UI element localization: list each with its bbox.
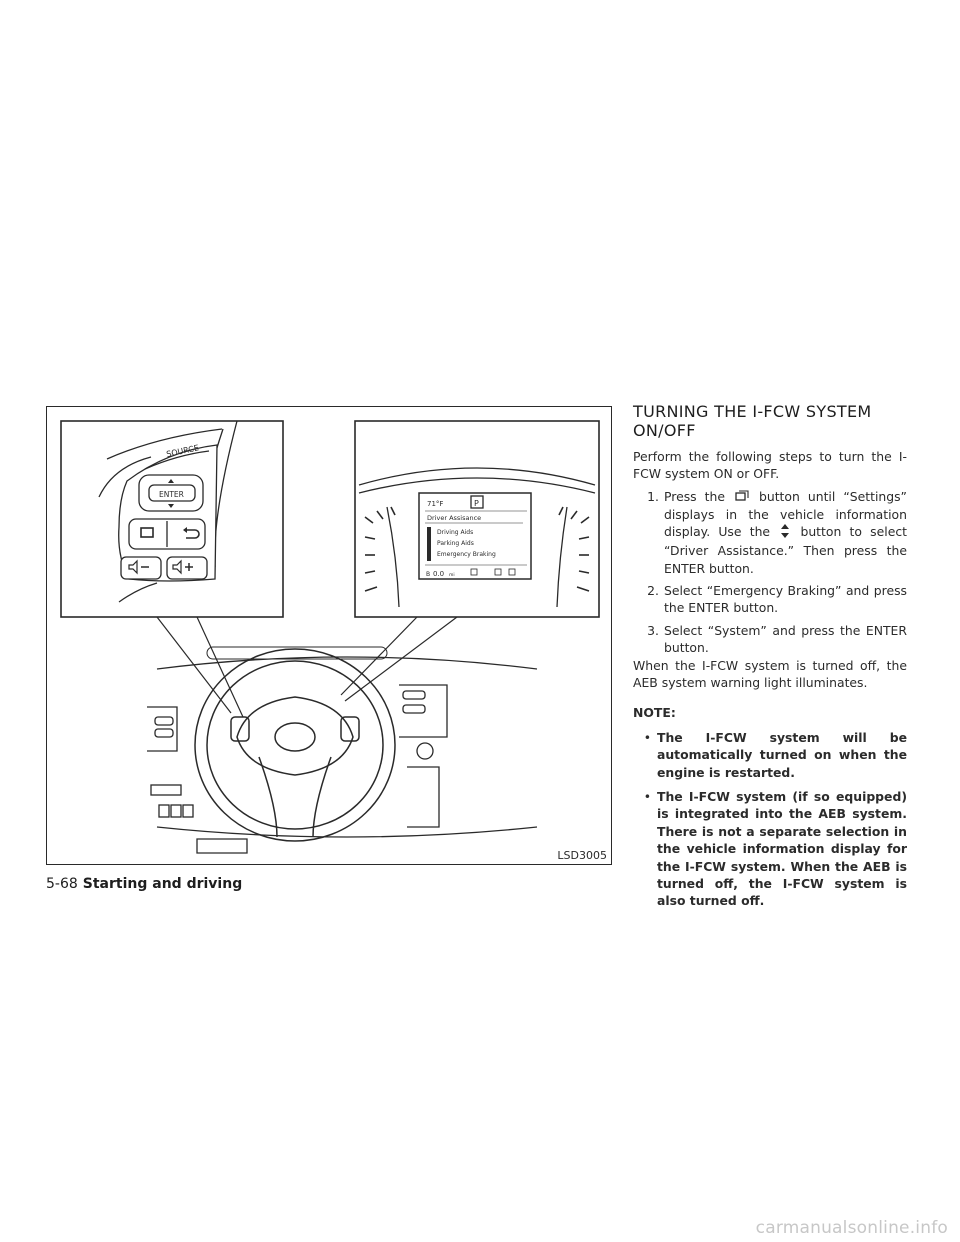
step-number: 2. bbox=[647, 582, 659, 598]
display-menu-item: Emergency Braking bbox=[437, 551, 496, 558]
bullet-icon: • bbox=[643, 729, 651, 745]
step-item: 2. Select “Emergency Braking” and press … bbox=[633, 582, 907, 617]
display-trip-label: B bbox=[426, 571, 430, 578]
step-text: Select “System” and press the ENTER butt… bbox=[664, 622, 907, 656]
leader-lines bbox=[156, 616, 458, 718]
step-number: 3. bbox=[647, 622, 659, 638]
illustration-frame: SOURCE ENTER bbox=[46, 406, 612, 865]
display-gear: P bbox=[474, 499, 479, 508]
heading-line-2: ON/OFF bbox=[633, 421, 696, 440]
steering-wheel bbox=[194, 646, 396, 842]
note-text: The I-FCW system will be automatically t… bbox=[657, 729, 907, 780]
intro-paragraph: Perform the following steps to turn the … bbox=[633, 449, 907, 482]
display-trip-value: 0.0 bbox=[433, 570, 444, 578]
steering-wheel-illustration: SOURCE ENTER bbox=[60, 420, 600, 854]
step-number: 1. bbox=[647, 488, 659, 504]
watermark: carmanualsonline.info bbox=[755, 1218, 948, 1238]
note-text: The I-FCW system (if so equipped) is int… bbox=[657, 789, 907, 909]
menu-switch-icon bbox=[735, 489, 749, 506]
enter-label: ENTER bbox=[159, 490, 184, 499]
step-text: Select “Emergency Braking” and press the… bbox=[664, 582, 907, 616]
instrument-cluster bbox=[358, 467, 596, 608]
figure-code: LSD3005 bbox=[557, 849, 607, 862]
step-item: 1. Press the button until “Settings” dis… bbox=[633, 488, 907, 577]
display-temperature: 71°F bbox=[427, 500, 443, 508]
display-trip-unit: mi bbox=[449, 572, 455, 578]
heading-line-1: TURNING THE I-FCW SYSTEM bbox=[633, 402, 872, 421]
footer-section-title: Starting and driving bbox=[82, 876, 243, 892]
steering-switch-panel bbox=[98, 420, 238, 603]
display-menu-item: Driving Aids bbox=[437, 529, 473, 536]
note-title: NOTE: bbox=[633, 705, 676, 721]
after-steps-paragraph: When the I-FCW system is turned off, the… bbox=[633, 657, 907, 690]
step-text: Press the button until “Settings” displa… bbox=[664, 488, 907, 576]
page-number: 5-68 bbox=[46, 876, 78, 892]
display-menu-item: Parking Aids bbox=[437, 540, 474, 547]
step-item: 3. Select “System” and press the ENTER b… bbox=[633, 622, 907, 657]
text-column: TURNING THE I-FCW SYSTEM ON/OFF Perform … bbox=[633, 402, 907, 910]
up-down-arrows-icon bbox=[780, 523, 790, 542]
note-item: • The I-FCW system will be automatically… bbox=[633, 729, 907, 781]
dashboard bbox=[147, 656, 538, 854]
section-heading: TURNING THE I-FCW SYSTEM ON/OFF bbox=[633, 402, 907, 440]
note-item: • The I-FCW system (if so equipped) is i… bbox=[633, 788, 907, 910]
bullet-icon: • bbox=[643, 789, 651, 804]
display-menu-title: Driver Assisance bbox=[427, 514, 481, 522]
